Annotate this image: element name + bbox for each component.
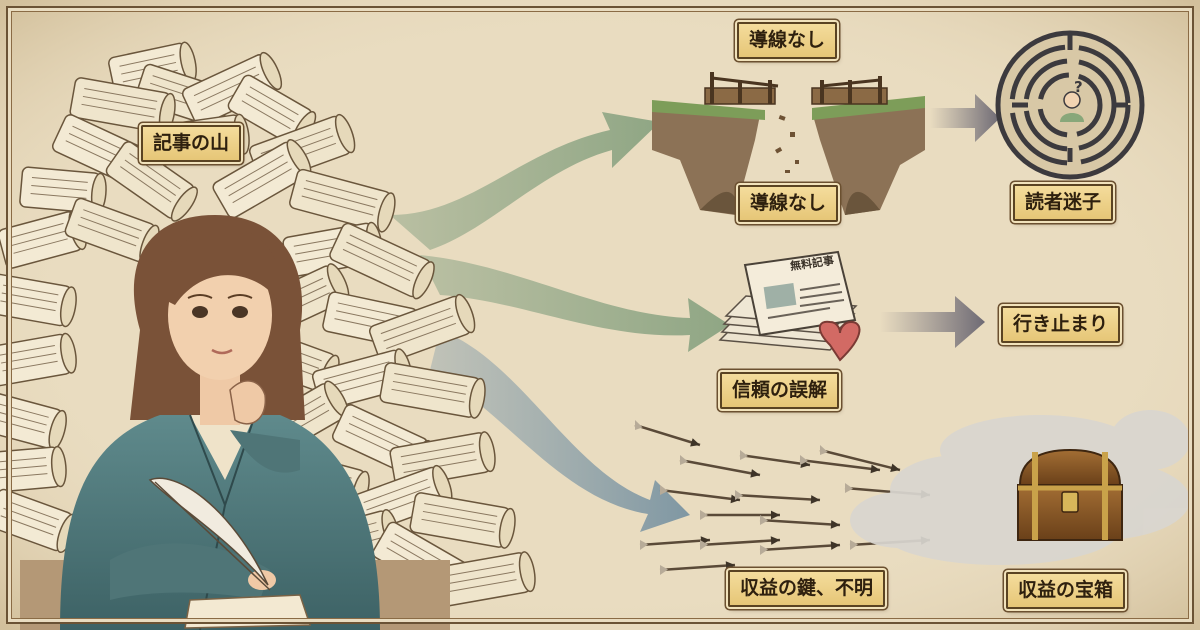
question-mark: ? — [1074, 78, 1083, 96]
label-no-path-top: 導線なし — [737, 22, 838, 59]
heart-icon — [818, 320, 861, 362]
arrow-to-maze — [930, 94, 1000, 142]
label-lost-reader: 読者迷子 — [1013, 184, 1114, 221]
flow-arrows — [390, 94, 1000, 532]
treasure-chest-icon — [1017, 448, 1123, 541]
label-treasure-chest: 収益の宝箱 — [1006, 572, 1126, 609]
label-no-path-bottom: 導線なし — [738, 185, 839, 222]
label-trust-misunderstanding: 信頼の誤解 — [720, 372, 840, 409]
broken-bridge-icon — [652, 72, 925, 215]
quill-icon — [148, 477, 312, 629]
arrow-to-dead-end — [880, 296, 985, 348]
label-article-pile: 記事の山 — [141, 125, 242, 162]
maze-icon — [995, 30, 1145, 180]
label-dead-end: 行き止まり — [1001, 306, 1121, 343]
label-unknown-key: 収益の鍵、不明 — [728, 570, 886, 607]
